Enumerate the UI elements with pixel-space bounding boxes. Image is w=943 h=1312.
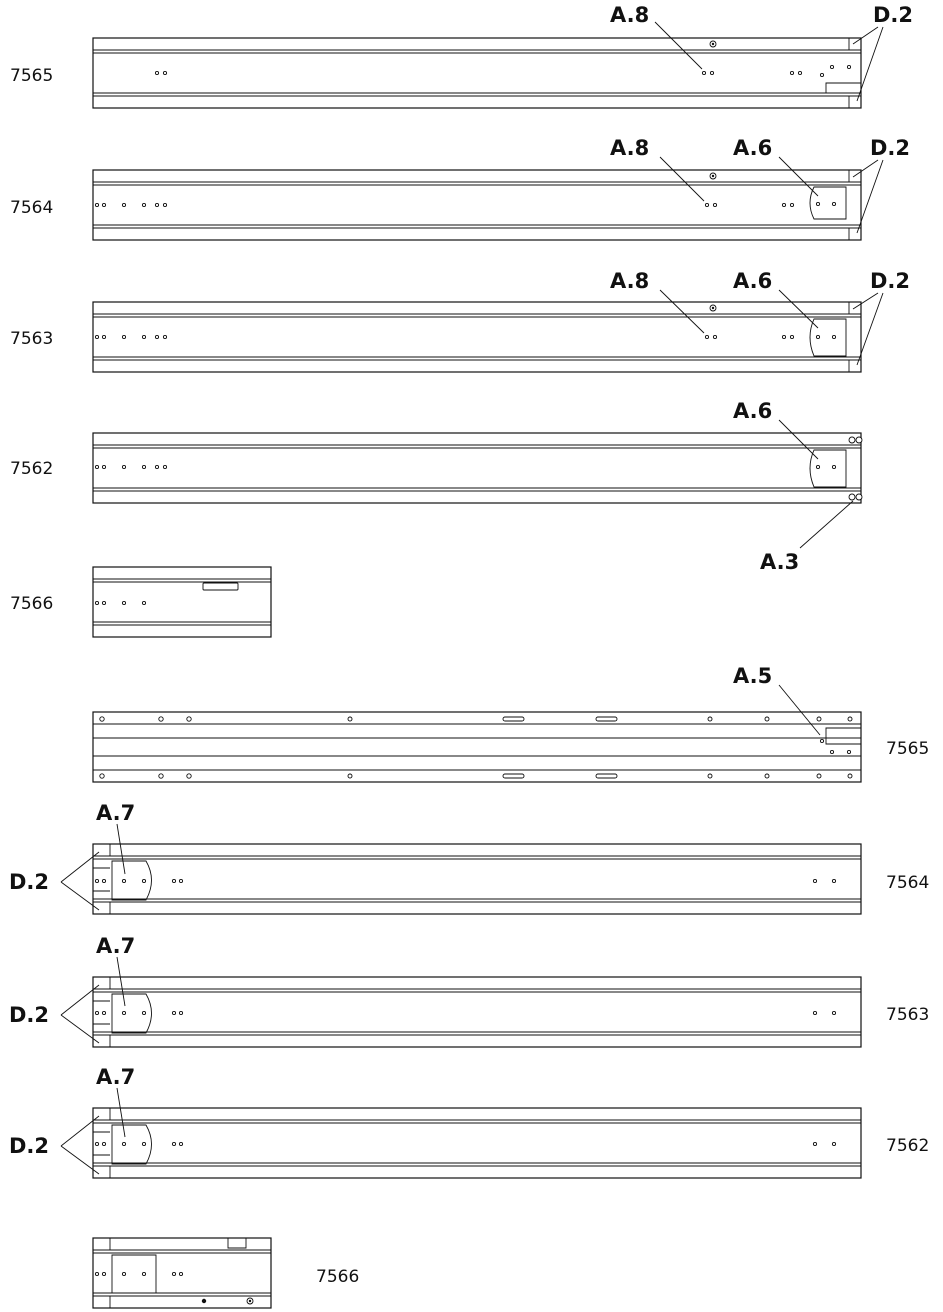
callout-a3: A.3 <box>760 550 799 574</box>
hole-pattern <box>94 436 863 501</box>
callout-d2: D.2 <box>870 269 910 293</box>
part-number-7565: 7565 <box>886 739 929 759</box>
profile-7563-bottom <box>92 976 862 1048</box>
part-number-7562: 7562 <box>10 459 53 479</box>
hole-pattern <box>94 172 837 208</box>
profile-7566-top <box>92 566 272 638</box>
hole-pattern <box>99 716 853 779</box>
callout-a8: A.8 <box>610 3 649 27</box>
callout-a5: A.5 <box>733 664 772 688</box>
part-number-7563: 7563 <box>886 1005 929 1025</box>
part-number-7566: 7566 <box>316 1267 359 1287</box>
profile-7562-top <box>92 432 863 504</box>
part-number-7564: 7564 <box>10 198 53 218</box>
part-number-7566: 7566 <box>10 594 53 614</box>
part-number-7563: 7563 <box>10 329 53 349</box>
hole-pattern <box>94 1010 837 1016</box>
callout-a8: A.8 <box>610 269 649 293</box>
callout-a6: A.6 <box>733 399 772 423</box>
callout-a6: A.6 <box>733 136 772 160</box>
callout-a7: A.7 <box>96 1065 135 1089</box>
hole-pattern <box>94 600 147 606</box>
part-number-7565: 7565 <box>10 66 53 86</box>
callout-d2: D.2 <box>9 870 49 894</box>
callout-d2: D.2 <box>9 1003 49 1027</box>
profile-7565-top <box>92 37 862 109</box>
callout-a7: A.7 <box>96 934 135 958</box>
callout-d2: D.2 <box>9 1134 49 1158</box>
profile-7564-bottom <box>92 843 862 915</box>
profile-7563-top <box>92 301 862 373</box>
hole-pattern <box>94 1271 254 1305</box>
hole-pattern <box>154 40 852 78</box>
profile-7566-bottom <box>92 1237 272 1309</box>
part-number-7562: 7562 <box>886 1136 929 1156</box>
callout-a6: A.6 <box>733 269 772 293</box>
callout-d2: D.2 <box>870 136 910 160</box>
hole-pattern <box>94 1141 837 1147</box>
part-number-7564: 7564 <box>886 873 929 893</box>
callout-a8: A.8 <box>610 136 649 160</box>
callout-a7: A.7 <box>96 801 135 825</box>
profile-7564-top <box>92 169 862 241</box>
callout-d2: D.2 <box>873 3 913 27</box>
profile-7562-bottom <box>92 1107 862 1179</box>
profile-7565-bottom <box>92 711 862 783</box>
hole-pattern <box>94 304 837 340</box>
hole-pattern <box>94 878 837 884</box>
